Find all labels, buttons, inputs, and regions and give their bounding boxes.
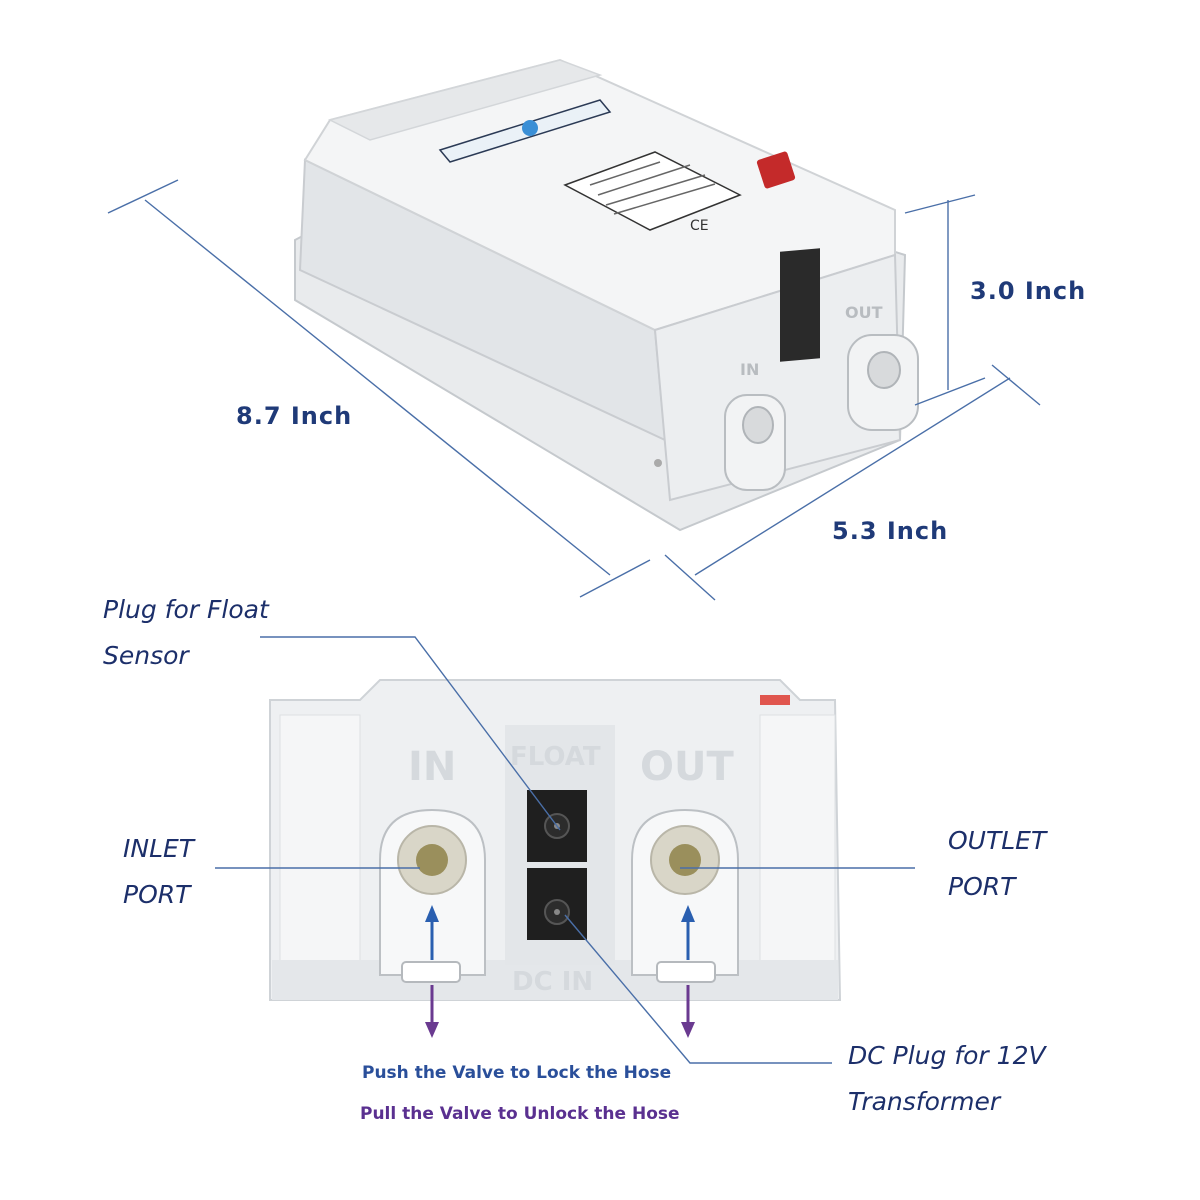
float-sensor-callout: Plug for Float Sensor [103, 587, 269, 679]
dc-plug-line1: DC Plug for 12V [848, 1041, 1046, 1070]
pump-unit-3d-view: CE IN OUT [294, 58, 919, 532]
embossed-float: FLOAT [510, 742, 601, 772]
width-dim-line [694, 377, 1011, 576]
dc-plug-callout: DC Plug for 12V Transformer [848, 1033, 1046, 1125]
float-sensor-line2: Sensor [103, 641, 189, 670]
outlet-line2: PORT [948, 872, 1016, 901]
outlet-callout: OUTLET PORT [948, 818, 1046, 910]
push-instruction: Push the Valve to Lock the Hose [362, 1063, 672, 1083]
inlet-line1: INLET [123, 834, 195, 863]
inlet-line2: PORT [123, 880, 191, 909]
outlet-pull-arrow [681, 1022, 695, 1038]
width-label: 5.3 Inch [832, 517, 949, 545]
front-switch-edge [760, 695, 790, 705]
pump-front-panel: IN OUT FLOAT DC IN [269, 679, 842, 1001]
mount-hole [654, 459, 662, 467]
inlet-callout: INLET PORT [123, 826, 194, 918]
dc-in-jack [527, 868, 587, 940]
length-label: 8.7 Inch [236, 402, 353, 430]
embossed-in: IN [408, 744, 456, 790]
inlet-valve-clip [401, 961, 461, 983]
outlet-valve-clip [656, 961, 716, 983]
small-in-label: IN [740, 360, 759, 379]
svg-text:CE: CE [690, 218, 709, 234]
float-sensor-line1: Plug for Float [103, 595, 269, 624]
port-housing [780, 248, 820, 362]
embossed-dc-in: DC IN [512, 967, 593, 997]
outlet-push-arrow [681, 905, 695, 922]
small-out-label: OUT [845, 303, 883, 322]
inlet-port-fitting [379, 808, 486, 983]
callout-leader-lines [215, 636, 915, 1064]
length-dim-line [144, 199, 611, 576]
inlet-fitting-3d [724, 394, 786, 491]
inlet-pull-arrow [425, 1022, 439, 1038]
outlet-line1: OUTLET [948, 826, 1047, 855]
height-label: 3.0 Inch [970, 277, 1087, 305]
power-switch [756, 151, 796, 189]
unit-ridge [327, 59, 603, 141]
embossed-out: OUT [640, 744, 734, 790]
dimension-lines [107, 179, 1041, 601]
outlet-fitting-3d [847, 334, 919, 431]
valve-arrows [425, 905, 695, 1038]
pull-instruction: Pull the Valve to Unlock the Hose [360, 1104, 680, 1124]
brand-label [438, 99, 612, 163]
spec-sticker: CE [563, 151, 742, 234]
dc-leader [564, 914, 832, 1064]
outlet-port-fitting [631, 808, 739, 983]
inlet-push-arrow [425, 905, 439, 922]
float-leader [260, 636, 561, 831]
dc-plug-line2: Transformer [848, 1087, 1001, 1116]
